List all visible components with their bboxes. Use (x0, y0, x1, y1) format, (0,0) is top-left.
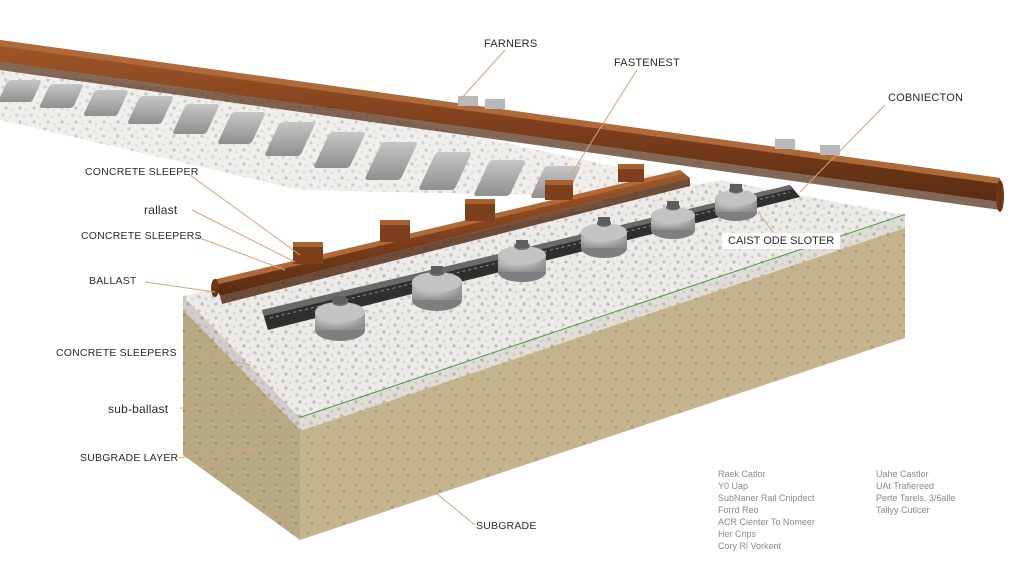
label-fastenest: FASTENEST (614, 57, 680, 69)
legend-right-item: Tallyy Cutlcer (876, 505, 930, 515)
label-caist-ode-sloter: CAIST ODE SLOTER (722, 233, 841, 249)
legend-right-item: UAt Trafiereed (876, 481, 935, 491)
label-concrete-sleeper: CONCRETE SLEEPER (85, 166, 199, 178)
legend-right-item: Uahe Castlor (876, 469, 929, 479)
label-concrete-sleepers-1: CONCRETE SLEEPERS (81, 230, 202, 242)
label-cobniecton: COBNIECTON (888, 92, 964, 104)
label-sub-ballast: sub-ballast (108, 402, 169, 416)
label-rallast: rallast (144, 203, 178, 217)
rail-pads (315, 184, 757, 341)
label-subgrade-layer: SUBGRADE LAYER (80, 452, 179, 464)
legend-left-item: Forrd Reo (718, 505, 759, 515)
legend-right-item: Perte Tarels. 3/6alle (876, 493, 956, 503)
label-concrete-sleepers-2: CONCRETE SLEEPERS (56, 347, 177, 359)
legend-left-item: SubNaner Rail Cnipdect (718, 493, 815, 503)
legend-right: Uahe Castlor UAt Trafiereed Perte Tarels… (876, 468, 955, 516)
legend-left-item: Cory Rl Vorkent (718, 541, 782, 551)
legend-left-item: Her Crips (718, 529, 757, 539)
legend-left-item: Raek Catlor (718, 469, 766, 479)
label-subgrade: SUBGRADE (476, 520, 537, 532)
label-farners: FARNERS (484, 38, 538, 50)
main-rail (0, 40, 1004, 212)
legend-left: Raek Catlor Y0 Uap SubNaner Rail Cnipdec… (718, 468, 815, 552)
label-ballast: BALLAST (89, 275, 137, 287)
leader-lines (144, 49, 886, 526)
legend-left-item: ACR Cienter To Nomeer (718, 517, 815, 527)
background-sleepers (0, 80, 580, 198)
legend-left-item: Y0 Uap (718, 481, 749, 491)
front-rail (211, 164, 690, 304)
